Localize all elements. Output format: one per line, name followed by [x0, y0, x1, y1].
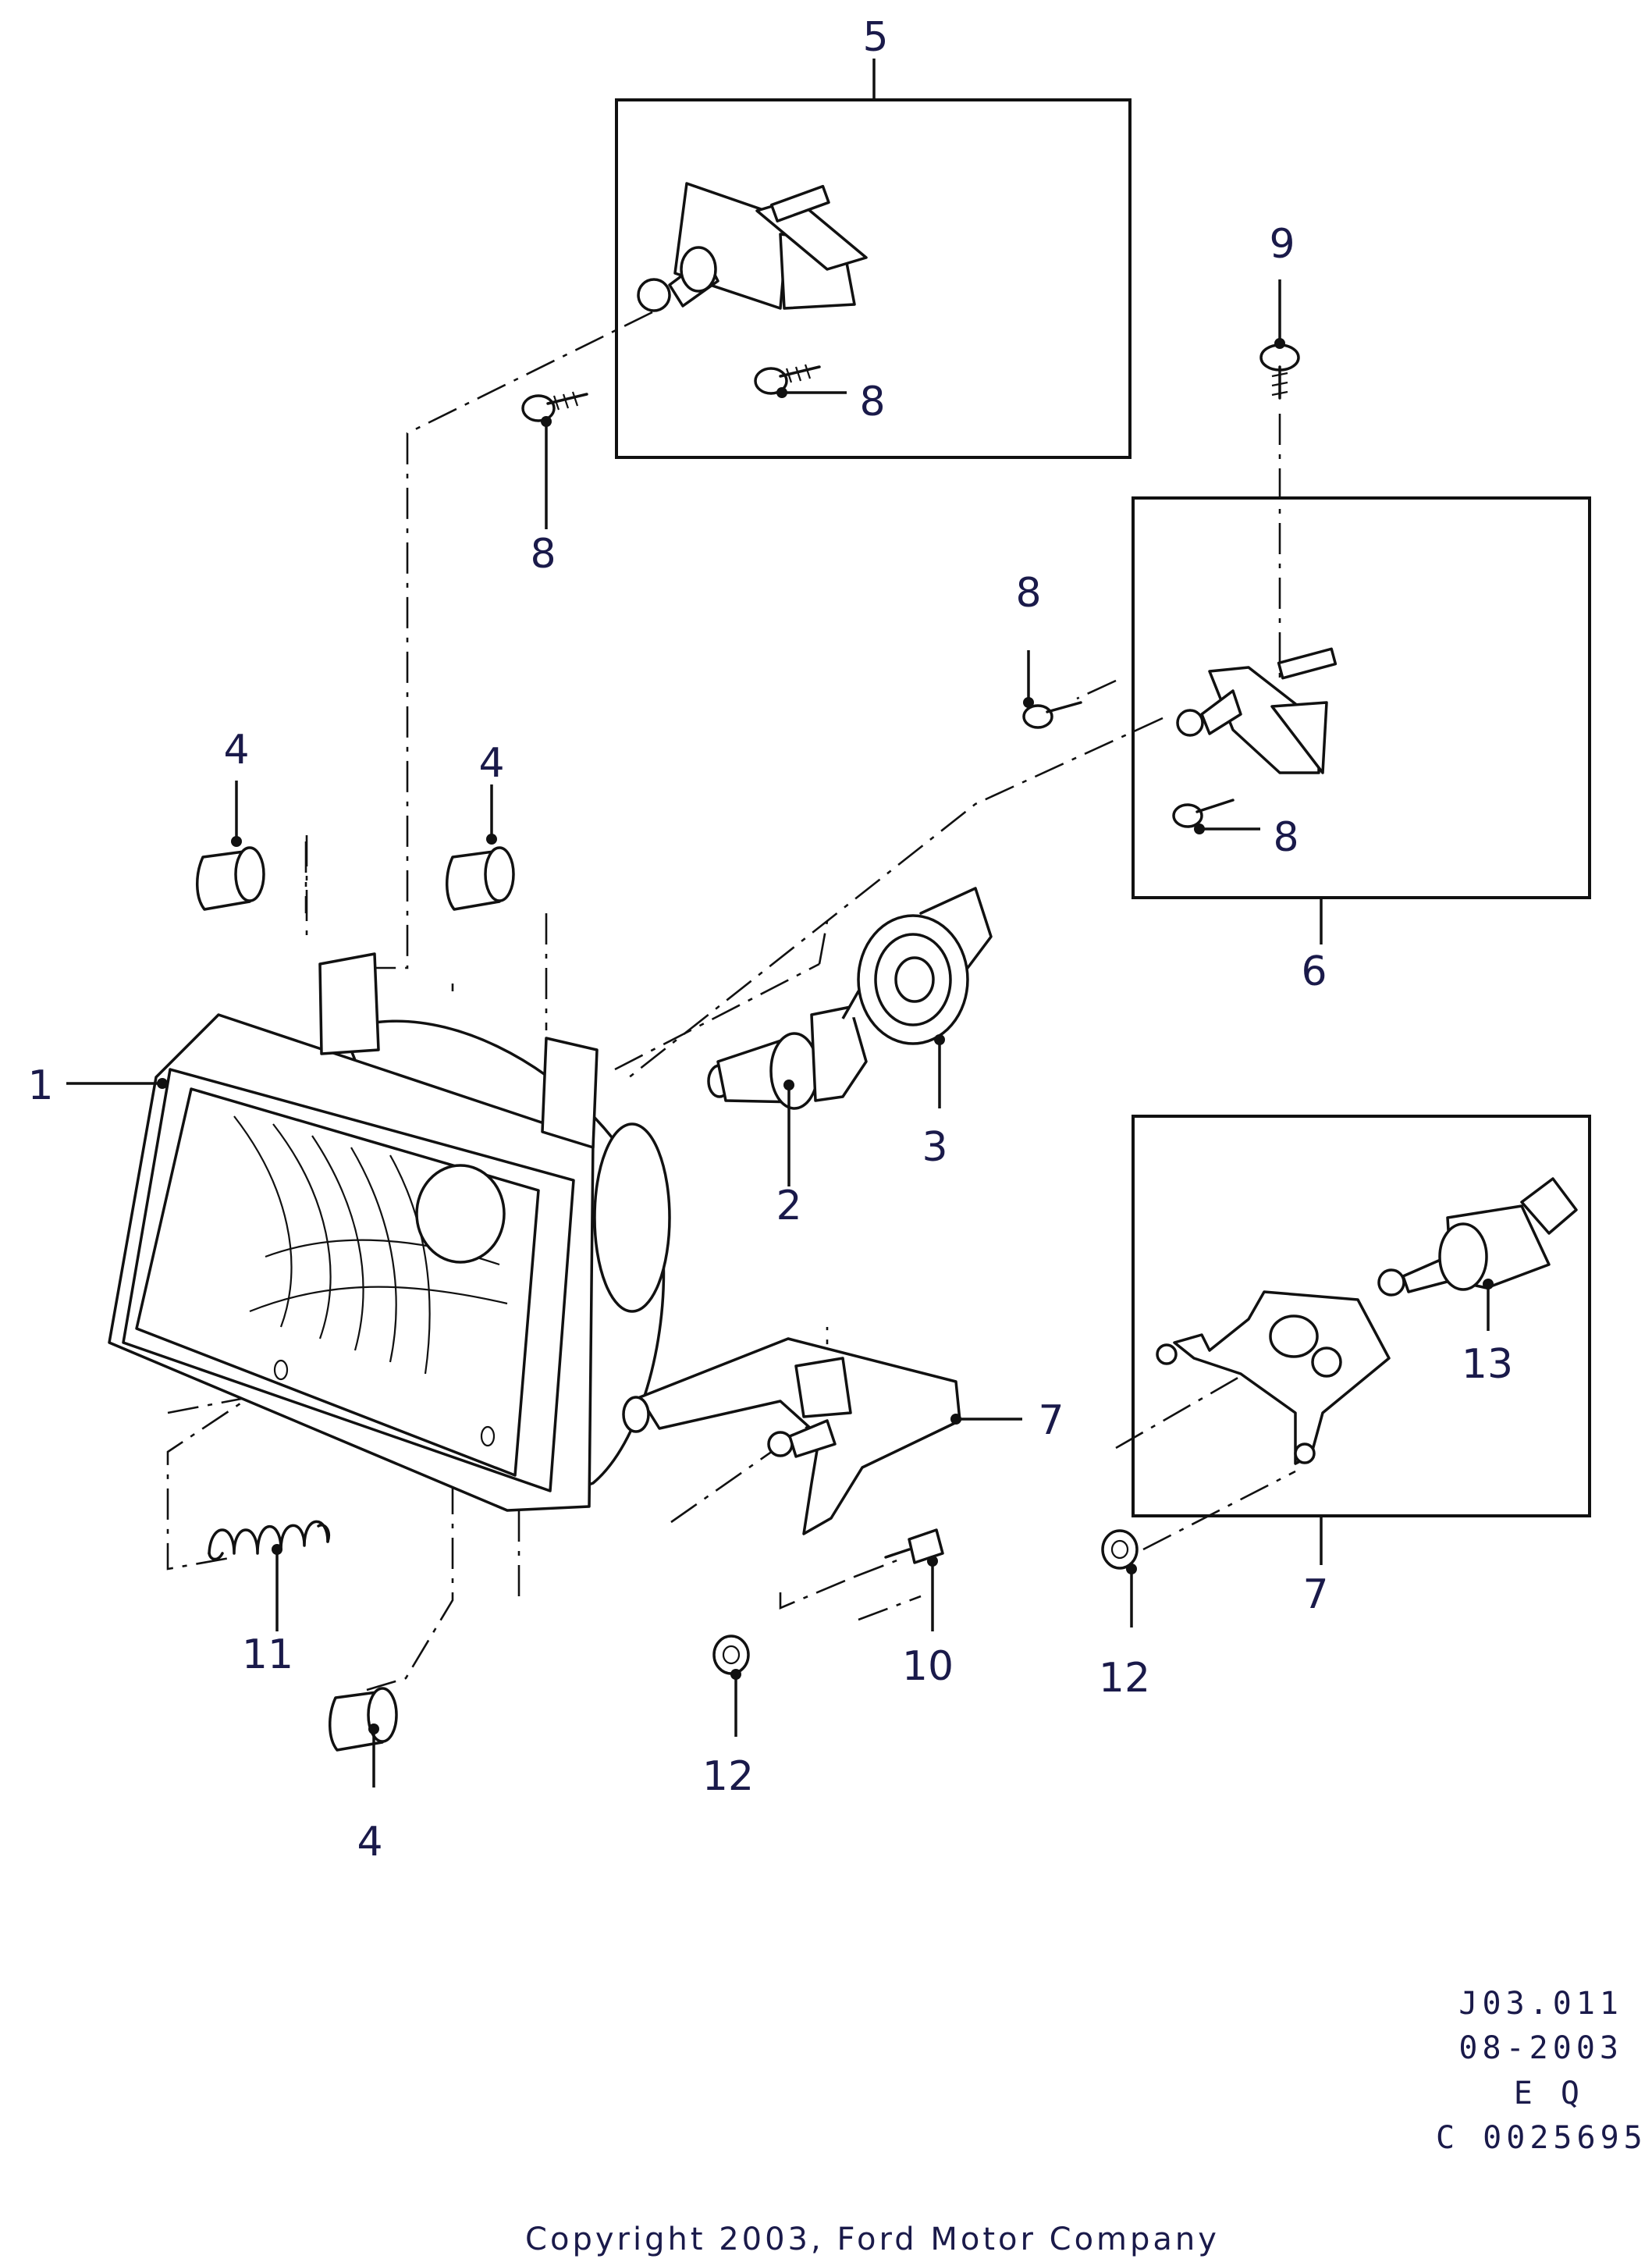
callout-8-left: 8 [530, 531, 556, 578]
detail-box-6 [1132, 496, 1591, 899]
callout-8-box5: 8 [859, 379, 885, 425]
callout-7-bracket: 7 [1038, 1397, 1064, 1444]
adjuster-motor [637, 182, 868, 312]
callout-4-right: 4 [478, 740, 504, 787]
callout-8-box6-bottom: 8 [1273, 814, 1299, 861]
callout-13: 13 [1462, 1341, 1513, 1388]
level-sensor-bracket [622, 1337, 961, 1535]
callout-11: 11 [242, 1631, 293, 1678]
level-sensor [1377, 1177, 1578, 1297]
callout-2: 2 [776, 1183, 801, 1229]
callout-10: 10 [902, 1643, 954, 1690]
callout-leaders [66, 59, 1494, 1788]
callout-4-bottom: 4 [357, 1819, 382, 1866]
reference-market: E Q [1514, 2076, 1584, 2111]
screw-9 [1259, 343, 1300, 400]
level-sensor-bracket-detail [1156, 1290, 1391, 1465]
rubber-cap [196, 846, 265, 911]
callout-7-box: 7 [1302, 1571, 1328, 1618]
rubber-cap [329, 1687, 398, 1752]
callout-3: 3 [922, 1124, 947, 1171]
headlamp-unit [108, 952, 671, 1512]
reference-code: J03.011 [1458, 1986, 1623, 2022]
bolt [884, 1528, 944, 1564]
rubber-cap [446, 846, 515, 911]
adjuster-spring [208, 1520, 330, 1561]
callout-12-right: 12 [1099, 1655, 1150, 1702]
callout-9: 9 [1269, 221, 1295, 268]
adjuster-motor [1176, 647, 1338, 774]
reference-date: 08-2003 [1458, 2030, 1623, 2066]
screw [521, 391, 588, 422]
copyright-notice: Copyright 2003, Ford Motor Company [525, 2222, 1220, 2257]
callout-12-left: 12 [702, 1753, 754, 1800]
callout-5: 5 [862, 14, 888, 61]
callout-4-left: 4 [223, 727, 249, 774]
bulb-cover [857, 887, 993, 1045]
reference-catalog: C 0025695 0 [1436, 2120, 1652, 2156]
screw [1022, 701, 1082, 729]
callout-6: 6 [1301, 948, 1327, 995]
callout-1: 1 [27, 1062, 53, 1109]
bulb [707, 990, 876, 1110]
flange-nut [1101, 1529, 1139, 1570]
callout-8-box6-top: 8 [1015, 570, 1041, 617]
detail-box-7 [1132, 1115, 1591, 1517]
screw [754, 364, 821, 395]
screw [1172, 799, 1235, 828]
flange-nut [712, 1635, 750, 1675]
assembly-lines [166, 311, 1296, 1691]
